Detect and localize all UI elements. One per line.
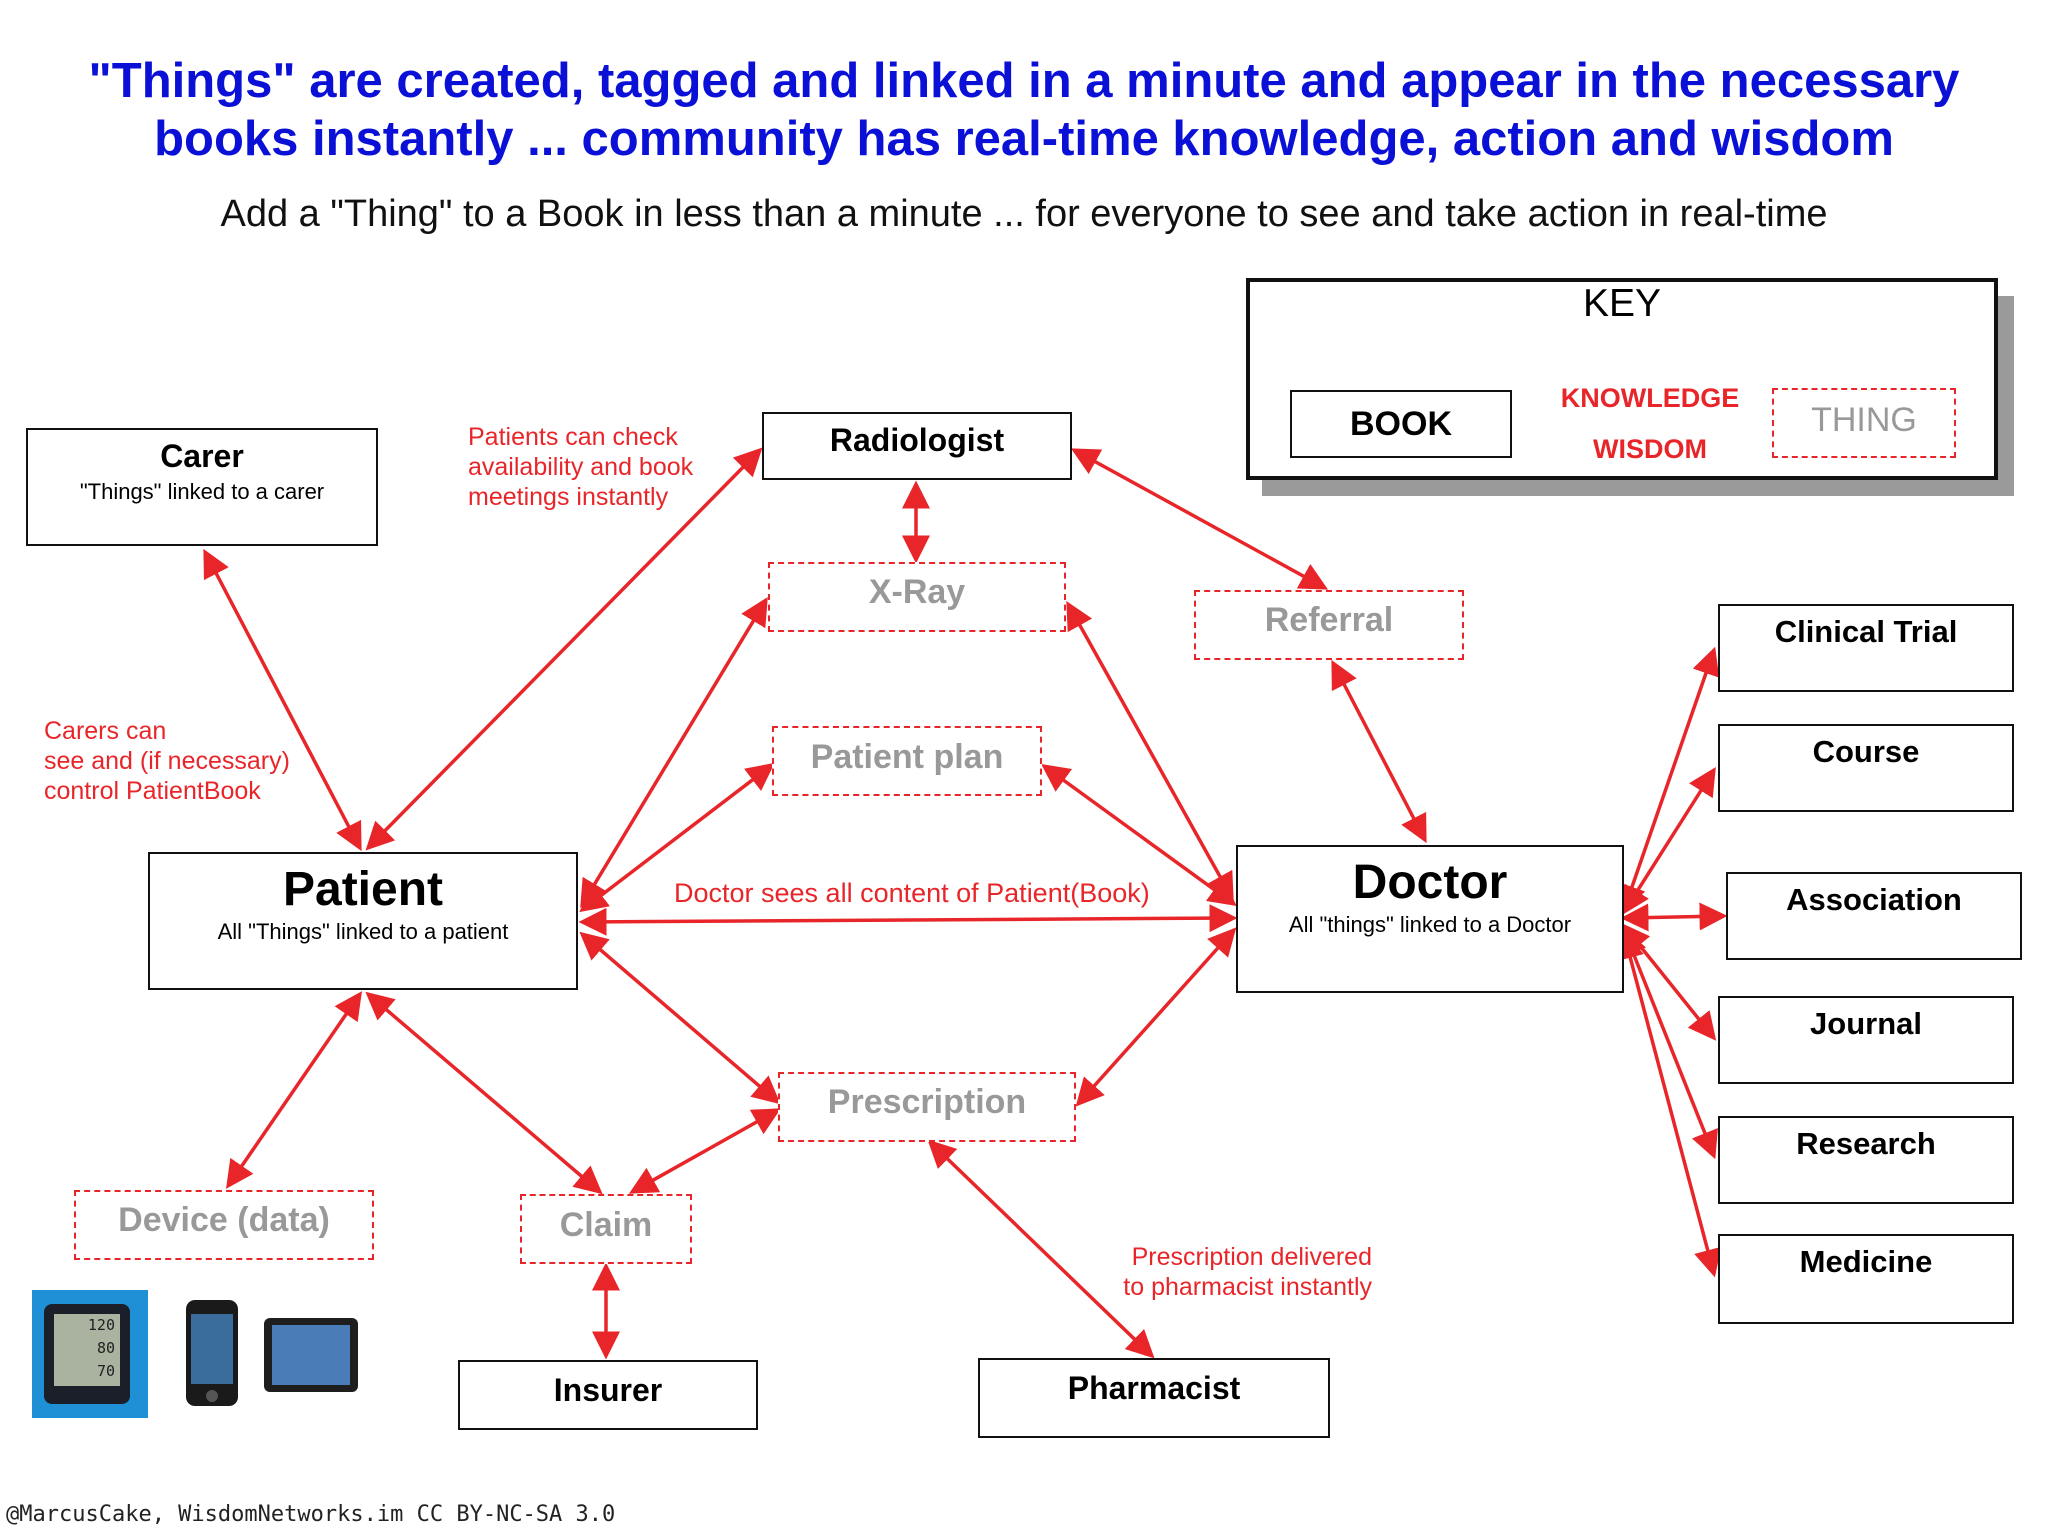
- note-line: Patients can check: [468, 423, 678, 451]
- link-doctor-clinical-trial: [1618, 646, 1720, 914]
- diastolic-reading: 80: [96, 1339, 115, 1357]
- book-insurer: Insurer: [458, 1360, 758, 1430]
- link-referral-doctor: [1331, 659, 1427, 844]
- thing-device-data: Device (data): [74, 1190, 374, 1260]
- book-patient-desc: All "Things" linked to a patient: [217, 919, 509, 944]
- book-journal-name: Journal: [1810, 1006, 1922, 1041]
- note-line: meetings instantly: [468, 483, 669, 511]
- thing-xray: X-Ray: [768, 562, 1066, 632]
- book-doctor-desc: All "things" linked to a Doctor: [1288, 912, 1572, 937]
- book-medicine: Medicine: [1718, 1234, 2014, 1324]
- blood-pressure-monitor-image: 120 80 70: [32, 1290, 148, 1418]
- note-line: to pharmacist instantly: [1123, 1273, 1372, 1301]
- monitor-screen: 120 80 70: [54, 1314, 120, 1386]
- book-radiologist-name: Radiologist: [829, 422, 1005, 458]
- book-carer-name: Carer: [160, 438, 244, 474]
- link-patient-prescription: [579, 931, 781, 1105]
- title-line-1: "Things" are created, tagged and linked …: [88, 54, 1960, 108]
- phone-home-button: [206, 1390, 218, 1402]
- book-course-name: Course: [1812, 734, 1920, 769]
- link-doctor-research: [1620, 926, 1718, 1160]
- link-carer-patient: [203, 548, 362, 852]
- tablet-image: [264, 1318, 358, 1392]
- subtitle: Add a "Thing" to a Book in less than a m…: [220, 193, 1828, 235]
- note-line: control PatientBook: [44, 777, 261, 805]
- systolic-reading: 120: [87, 1316, 115, 1334]
- link-patient-claim: [365, 991, 603, 1195]
- book-clinical-trial: Clinical Trial: [1718, 604, 2014, 692]
- book-clinical-trial-name: Clinical Trial: [1774, 614, 1958, 649]
- footer-credit: @MarcusCake, WisdomNetworks.im CC BY-NC-…: [6, 1502, 616, 1527]
- key-heading: KEY: [1582, 282, 1662, 325]
- book-research-name: Research: [1796, 1126, 1936, 1161]
- book-carer: Carer "Things" linked to a carer: [26, 428, 378, 546]
- link-claim-prescription: [628, 1108, 782, 1194]
- book-association: Association: [1726, 872, 2022, 960]
- key-knowledge-label: KNOWLEDGE: [1560, 383, 1740, 413]
- link-prescription-pharmacist: [927, 1139, 1155, 1359]
- key-book: BOOK: [1290, 390, 1512, 458]
- note-line: availability and book: [468, 453, 694, 481]
- link-radiologist-referral: [1070, 448, 1329, 590]
- title-line-2: books instantly ... community has real-t…: [154, 112, 1894, 166]
- book-medicine-name: Medicine: [1799, 1244, 1933, 1279]
- note-doctor-sees: Doctor sees all content of Patient(Book): [674, 878, 1150, 908]
- link-doctor-association: [1620, 902, 1728, 932]
- note-patients-check: Patients can check availability and book…: [468, 422, 693, 512]
- phone-screen: [191, 1314, 233, 1384]
- book-journal: Journal: [1718, 996, 2014, 1084]
- link-doctor-course: [1622, 767, 1716, 915]
- book-research: Research: [1718, 1116, 2014, 1204]
- note-carers-can: Carers can see and (if necessary) contro…: [44, 716, 290, 806]
- book-carer-desc: "Things" linked to a carer: [79, 479, 325, 504]
- link-patient-plan: [579, 762, 775, 913]
- link-prescription-doctor: [1075, 927, 1237, 1107]
- book-patient: Patient All "Things" linked to a patient: [148, 852, 578, 990]
- link-patient-radiologist: [365, 447, 763, 851]
- note-line: Prescription delivered: [1131, 1243, 1372, 1271]
- book-doctor: Doctor All "things" linked to a Doctor: [1236, 845, 1624, 993]
- book-course: Course: [1718, 724, 2014, 812]
- book-radiologist: Radiologist: [762, 412, 1072, 480]
- link-patient-device: [226, 991, 362, 1189]
- thing-claim: Claim: [520, 1194, 692, 1264]
- smartphone-image: [186, 1300, 238, 1406]
- book-insurer-name: Insurer: [553, 1372, 663, 1408]
- link-patient-xray: [580, 597, 768, 908]
- link-patient-doctor: [578, 904, 1238, 936]
- key-wisdom-label: WISDOM: [1593, 434, 1707, 464]
- pulse-reading: 70: [96, 1362, 115, 1380]
- book-association-name: Association: [1786, 882, 1962, 917]
- book-doctor-name: Doctor: [1352, 856, 1508, 909]
- thing-patient-plan: Patient plan: [772, 726, 1042, 796]
- key-thing: THING: [1772, 388, 1956, 458]
- book-patient-name: Patient: [282, 863, 444, 916]
- tablet-screen: [272, 1325, 350, 1385]
- note-line: see and (if necessary): [44, 747, 290, 775]
- thing-referral: Referral: [1194, 590, 1464, 660]
- link-doctor-medicine: [1616, 930, 1722, 1278]
- book-pharmacist-name: Pharmacist: [1067, 1370, 1241, 1406]
- note-line: Carers can: [44, 717, 167, 745]
- monitor-body: 120 80 70: [44, 1304, 130, 1404]
- link-plan-doctor: [1041, 763, 1237, 907]
- thing-prescription: Prescription: [778, 1072, 1076, 1142]
- book-pharmacist: Pharmacist: [978, 1358, 1330, 1438]
- note-prescription-delivered: Prescription delivered to pharmacist ins…: [1080, 1242, 1372, 1302]
